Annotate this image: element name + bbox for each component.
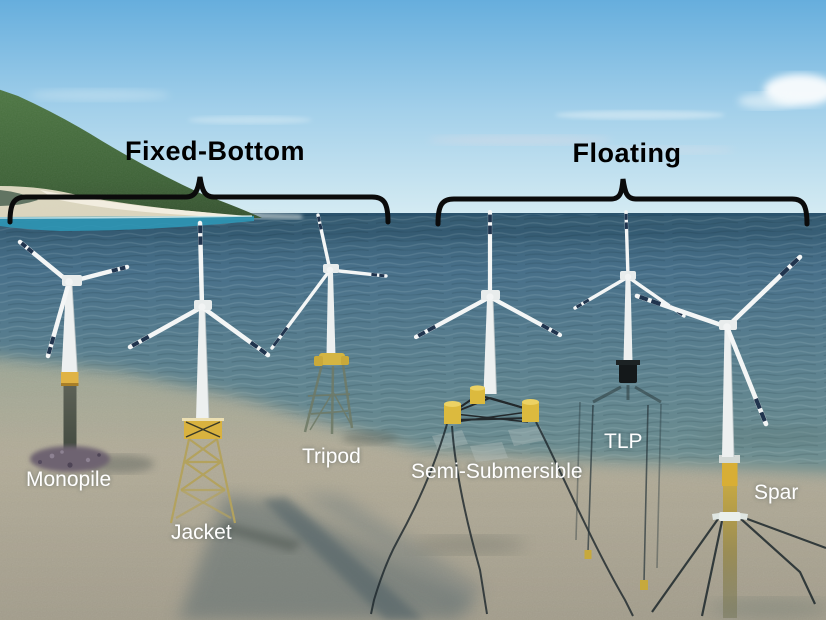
cloud-puff: [738, 93, 798, 109]
tlp-rotor: [573, 210, 686, 318]
tripod-rotor: [270, 213, 388, 350]
tlp-anchor: [640, 580, 648, 590]
semi-submersible-label: Semi-Submersible: [411, 460, 583, 483]
clouds: [30, 74, 826, 154]
monopile-transition-piece: [61, 372, 79, 386]
semisub-hub: [486, 293, 494, 301]
spar-label: Spar: [754, 481, 799, 504]
tlp-anchor: [584, 550, 592, 559]
floating-brace: [435, 178, 810, 227]
fixed-bottom-brace: [7, 176, 391, 225]
spar-rotor: [634, 254, 803, 427]
semisub-mooring-lines: [370, 421, 634, 617]
tlp-turbine: [573, 210, 686, 590]
tripod-head: [314, 353, 349, 366]
semisub-rotor: [413, 209, 563, 340]
cloud-wisp: [188, 116, 312, 124]
spar-collar: [712, 512, 748, 521]
tlp-hub: [624, 273, 632, 281]
spar-hub: [723, 323, 731, 331]
tlp-tower: [623, 279, 633, 362]
cliff-face: [0, 186, 254, 217]
monopile-hub: [65, 278, 73, 286]
tlp-pontoons: [592, 385, 662, 404]
spar-mooring-lines: [651, 515, 826, 617]
spar-flange: [719, 455, 740, 463]
monopile-pile: [63, 386, 77, 456]
tripod-turbine: [270, 213, 398, 445]
cloud-wisp: [595, 146, 735, 154]
monopile-label: Monopile: [26, 468, 112, 491]
spar-turbine: [634, 254, 826, 618]
tripod-legs: [303, 363, 354, 435]
tripod-label: Tripod: [302, 445, 361, 468]
annotation-braces: [7, 176, 810, 227]
jacket-label: Jacket: [171, 521, 232, 544]
semisub-tower: [483, 299, 497, 394]
jacket-hub: [198, 303, 206, 311]
tlp-label: TLP: [604, 430, 643, 453]
cloud-wisp: [30, 89, 170, 101]
cloud-wisp: [428, 135, 612, 145]
semi-submersible-turbine: [370, 209, 634, 617]
fixed-bottom-group-label: Fixed-Bottom: [125, 136, 305, 166]
tripod-tower: [326, 272, 336, 356]
monopile-rotor: [17, 239, 130, 359]
monopile-tower: [61, 284, 78, 374]
cloud-wisp: [555, 110, 725, 120]
semisub-heave-plates: [432, 426, 546, 462]
monopile-turbine: [17, 239, 154, 473]
spar-column: [723, 485, 737, 618]
tlp-tendons: [575, 401, 662, 583]
semisub-columns: [444, 385, 539, 424]
tripod-hub: [326, 266, 334, 274]
jacket-rotor: [127, 220, 271, 358]
tlp-hull: [619, 361, 637, 383]
jacket-turbine: [127, 220, 302, 552]
floating-group-label: Floating: [572, 138, 682, 168]
jacket-lattice: [169, 438, 237, 524]
spar-yellow-section: [722, 463, 738, 486]
shore-shallow-water: [0, 216, 254, 231]
cliff-highlight: [40, 190, 248, 216]
semisub-shadow: [415, 536, 525, 554]
tripod-shadow: [342, 431, 398, 445]
scour-protection-rocks: [30, 446, 110, 472]
surf-line: [0, 215, 253, 219]
jacket-shadow: [224, 522, 302, 552]
